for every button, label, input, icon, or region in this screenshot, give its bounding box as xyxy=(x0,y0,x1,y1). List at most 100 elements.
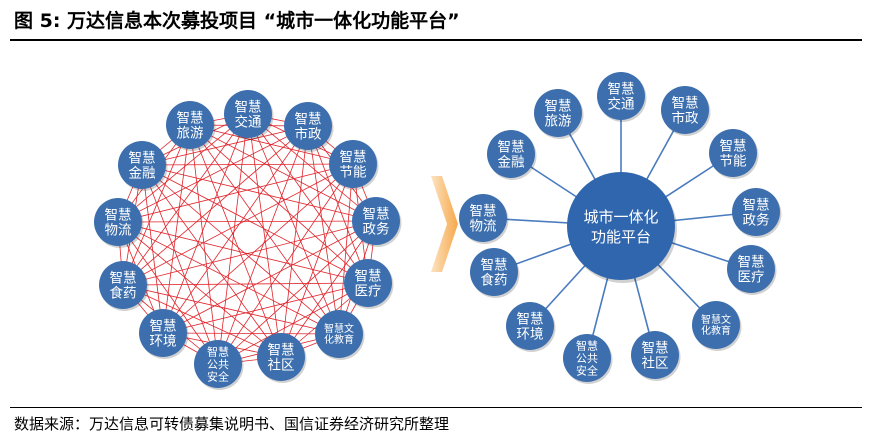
mesh-line xyxy=(122,124,191,286)
mesh-line xyxy=(141,164,219,365)
mesh-line xyxy=(122,220,377,286)
node-circle xyxy=(661,86,709,134)
node-circle xyxy=(166,101,214,149)
node-circle xyxy=(352,197,400,245)
node-label: 智慧文 xyxy=(701,313,731,326)
node-circle xyxy=(692,301,740,349)
node-label: 市政 xyxy=(295,125,322,142)
node-label: 公共 xyxy=(207,358,229,371)
node-circle xyxy=(139,309,187,357)
bottom-rule xyxy=(10,407,862,408)
node-label: 市政 xyxy=(672,109,700,126)
hub-label: 功能平台 xyxy=(591,228,651,246)
node-label: 智慧 xyxy=(340,149,367,165)
node-label: 智慧 xyxy=(576,339,598,353)
node-label: 智慧 xyxy=(545,98,572,114)
mesh-line xyxy=(162,282,369,334)
node-label: 智慧 xyxy=(235,99,262,115)
node-circle xyxy=(631,331,679,379)
hub-label: 城市一体化 xyxy=(583,208,658,226)
mesh-line xyxy=(117,220,377,223)
node-circle xyxy=(459,194,507,242)
node-label: 智慧 xyxy=(470,203,497,219)
node-circle xyxy=(224,90,272,138)
node-label: 智慧 xyxy=(177,110,204,126)
node-label: 金融 xyxy=(498,154,526,170)
node-circle xyxy=(118,141,166,189)
mesh-line xyxy=(141,163,354,166)
node-label: 旅游 xyxy=(545,113,572,129)
node-circle xyxy=(732,188,780,236)
node-circle xyxy=(284,102,332,150)
node-label: 化教育 xyxy=(324,333,354,346)
node-label: 智慧 xyxy=(150,318,177,334)
mesh-line xyxy=(141,164,340,335)
node-label: 旅游 xyxy=(177,125,204,141)
mesh-line xyxy=(189,124,340,335)
mesh-line xyxy=(247,113,340,335)
node-label: 智慧 xyxy=(295,111,322,127)
hub-circle xyxy=(567,172,675,280)
node-circle xyxy=(315,310,363,358)
node-label: 化教育 xyxy=(701,324,731,337)
mesh-line xyxy=(247,113,377,222)
node-label: 社区 xyxy=(642,355,669,371)
node-label: 智慧文 xyxy=(324,322,354,335)
mesh-line xyxy=(117,125,309,223)
node-label: 智慧 xyxy=(207,345,229,359)
node-label: 智慧 xyxy=(720,138,747,154)
mesh-line xyxy=(141,164,377,222)
node-circle xyxy=(94,198,142,246)
mesh-line xyxy=(117,163,354,223)
node-label: 医疗 xyxy=(738,269,765,285)
mesh-line xyxy=(162,125,309,334)
node-circle xyxy=(563,334,611,382)
node-circle xyxy=(329,140,377,188)
figure-title: 图 5: 万达信息本次募投项目 “城市一体化功能平台” xyxy=(14,10,460,32)
node-label: 物流 xyxy=(105,222,132,238)
mesh-line xyxy=(162,332,340,335)
node-label: 环境 xyxy=(150,333,177,349)
node-label: 智慧 xyxy=(355,268,382,284)
mesh-line xyxy=(122,282,369,286)
node-label: 智慧 xyxy=(738,254,765,270)
node-label: 交通 xyxy=(608,95,636,112)
node-label: 智慧 xyxy=(498,139,525,155)
node-label: 智慧 xyxy=(642,340,669,356)
mesh-line xyxy=(280,163,354,358)
node-label: 智慧 xyxy=(743,197,770,213)
node-circle xyxy=(99,261,147,309)
node-circle xyxy=(487,130,535,178)
mesh-line xyxy=(141,164,164,334)
mesh-line xyxy=(141,125,309,166)
mesh-line xyxy=(217,113,249,365)
left-node-ring: 智慧交通智慧市政智慧节能智慧政务智慧医疗智慧文化教育智慧社区智慧公共安全智慧环境… xyxy=(94,90,402,390)
right-node-ring: 智慧交通智慧市政智慧节能智慧政务智慧医疗智慧文化教育智慧社区智慧公共安全智慧环境… xyxy=(459,72,782,384)
mesh-line xyxy=(307,125,340,335)
node-label: 社区 xyxy=(268,357,295,373)
mesh-line xyxy=(280,220,377,358)
mesh-line xyxy=(217,125,309,365)
mesh-line xyxy=(247,113,369,284)
node-label: 智慧 xyxy=(672,95,699,111)
node-circle xyxy=(534,89,582,137)
top-rule xyxy=(10,39,862,41)
node-label: 智慧 xyxy=(268,342,295,358)
